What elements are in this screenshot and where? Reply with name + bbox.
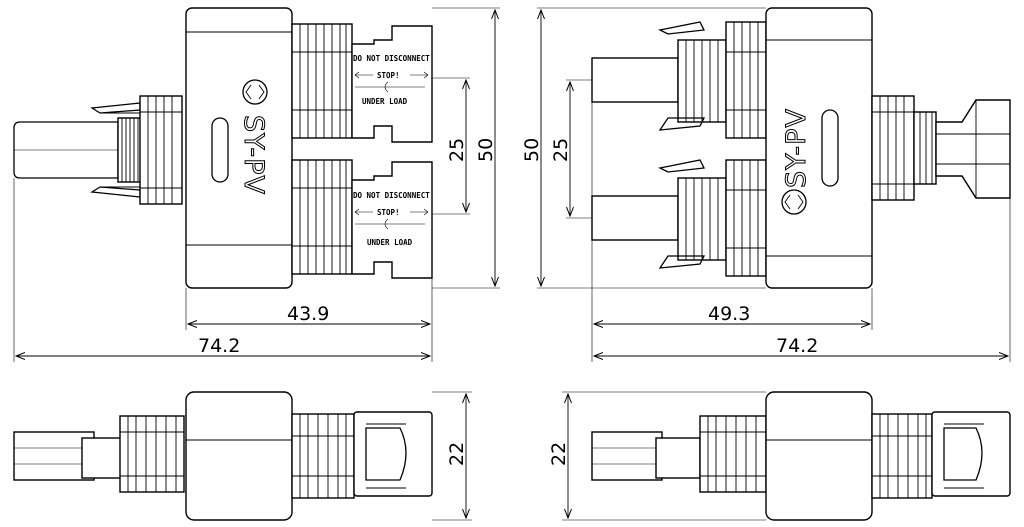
brand-logo-text-right: SY-PV [781, 108, 812, 188]
warning-line-3-lower: UNDER LOAD [367, 238, 413, 247]
dim-pitch-right: 25 [550, 138, 572, 162]
bottom-right-view: 22 [548, 391, 1011, 521]
dim-height-bottom-left: 22 [446, 442, 468, 466]
top-left-view: SY-PV DO NOT DISCONNECT STOP! UNDER LOAD… [13, 7, 500, 362]
lower-contact-housing: DO NOT DISCONNECT STOP! UNDER LOAD [291, 159, 433, 279]
dim-body-width-right: 49.3 [708, 303, 750, 325]
dim-total-width-left: 74.2 [198, 335, 240, 357]
warning-line-3: UNDER LOAD [362, 97, 408, 106]
dim-height-right: 50 [521, 138, 543, 162]
dim-height-left: 50 [475, 138, 497, 162]
dim-body-width-left: 43.9 [287, 303, 329, 325]
warning-line-2: STOP! [377, 71, 400, 80]
warning-line-2-lower: STOP! [377, 208, 400, 217]
dim-height-bottom-right: 22 [548, 442, 570, 466]
dim-total-width-right: 74.2 [776, 335, 818, 357]
dim-pitch-left: 25 [446, 138, 468, 162]
brand-logo-text: SY-PV [238, 115, 269, 195]
warning-line-1: DO NOT DISCONNECT [353, 54, 430, 63]
top-right-view: SY-PV 49.3 74.2 50 25 [521, 7, 1011, 362]
warning-line-1-lower: DO NOT DISCONNECT [353, 191, 430, 200]
upper-contact-housing: DO NOT DISCONNECT STOP! UNDER LOAD [291, 23, 433, 143]
bottom-left-view: 22 [13, 391, 472, 521]
